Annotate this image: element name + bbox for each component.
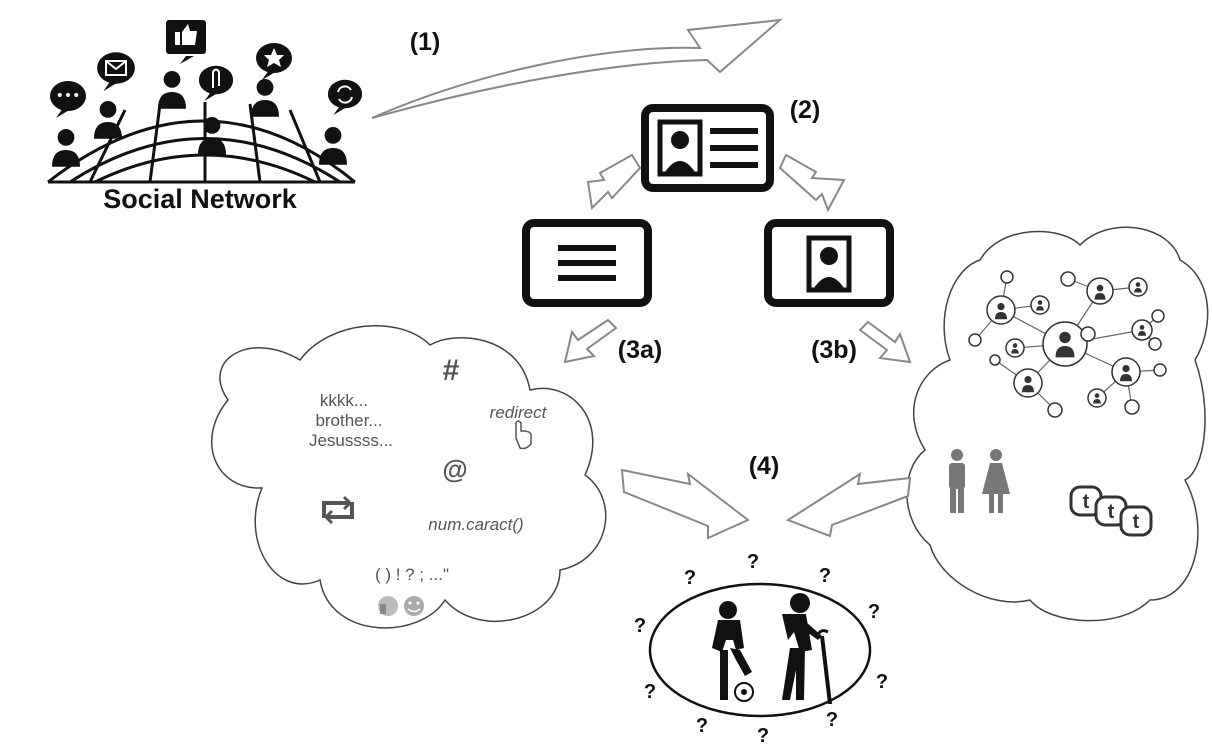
at-symbol: @: [442, 454, 467, 484]
social-network-title: Social Network: [103, 184, 298, 214]
users-icon: [52, 71, 347, 167]
question-mark-icon: ?: [684, 567, 696, 589]
slang-line-2: brother...: [315, 411, 382, 430]
text-features-cloud: [211, 325, 607, 629]
question-mark-icon: ?: [876, 671, 888, 693]
arrow-3a: [563, 318, 618, 364]
hashtag-symbol: #: [443, 354, 460, 387]
question-mark-icon: ?: [757, 725, 769, 745]
slang-text-block: kkkk... brother... Jesussss...: [309, 391, 393, 450]
mail-icon: [97, 52, 135, 92]
refresh-icon: [327, 79, 363, 115]
chat-dots-icon: •••: [50, 81, 86, 118]
social-graph-icon: [968, 270, 1167, 418]
step-1-label: (1): [410, 28, 441, 56]
collect-arrow: [371, 18, 784, 119]
punctuation-label: ( ) ! ? ; ...": [375, 565, 449, 584]
question-mark-icon: ?: [868, 601, 880, 623]
svg-text:t: t: [1083, 491, 1090, 513]
split-arrow-right: [778, 153, 846, 213]
slang-line-3: Jesussss...: [309, 431, 393, 450]
question-mark-icon: ?: [747, 551, 759, 573]
step-3a-label: (3a): [618, 336, 662, 364]
arrow-4-left: [620, 468, 750, 540]
attachment-icon: [198, 65, 234, 101]
question-mark-icon: ?: [826, 709, 838, 731]
function-label: num.caract(): [428, 515, 523, 534]
photo-card-icon: [764, 219, 894, 307]
question-mark-icon: ?: [696, 715, 708, 737]
thumbs-up-emoji-icon: [378, 596, 398, 616]
female-icon: [982, 449, 1010, 513]
profile-card-icon: [641, 104, 774, 192]
svg-text:•••: •••: [56, 88, 81, 104]
question-mark-icon: ?: [819, 565, 831, 587]
age-ellipse: [648, 582, 872, 718]
globe-icon: [47, 102, 356, 184]
social-network-group: ••• Social Network: [47, 20, 363, 214]
arrow-4-right: [785, 471, 912, 538]
twitter-bubbles-icon: t t t: [1069, 485, 1153, 537]
elderly-person-icon: [782, 593, 832, 704]
arrow-3b: [858, 320, 912, 364]
step-2-label: (2): [790, 96, 821, 124]
svg-text:t: t: [1133, 511, 1140, 533]
young-person-icon: [712, 601, 754, 702]
like-icon: [166, 20, 206, 64]
question-marks: ? ? ? ? ? ? ? ? ? ?: [634, 551, 888, 745]
slang-line-1: kkkk...: [320, 391, 368, 410]
hand-cursor-icon: [515, 420, 532, 450]
star-icon: [256, 43, 292, 80]
male-icon: [949, 449, 965, 513]
smiley-emoji-icon: [404, 596, 424, 616]
question-mark-icon: ?: [634, 615, 646, 637]
retweet-icon: [322, 495, 354, 525]
redirect-label: redirect: [490, 403, 548, 422]
step-3b-label: (3b): [811, 336, 857, 364]
text-card-icon: [522, 219, 652, 307]
svg-text:t: t: [1108, 501, 1115, 523]
split-arrow-left: [586, 153, 642, 211]
profile-features-cloud: [906, 226, 1209, 622]
step-4-label: (4): [749, 452, 780, 480]
question-mark-icon: ?: [644, 681, 656, 703]
